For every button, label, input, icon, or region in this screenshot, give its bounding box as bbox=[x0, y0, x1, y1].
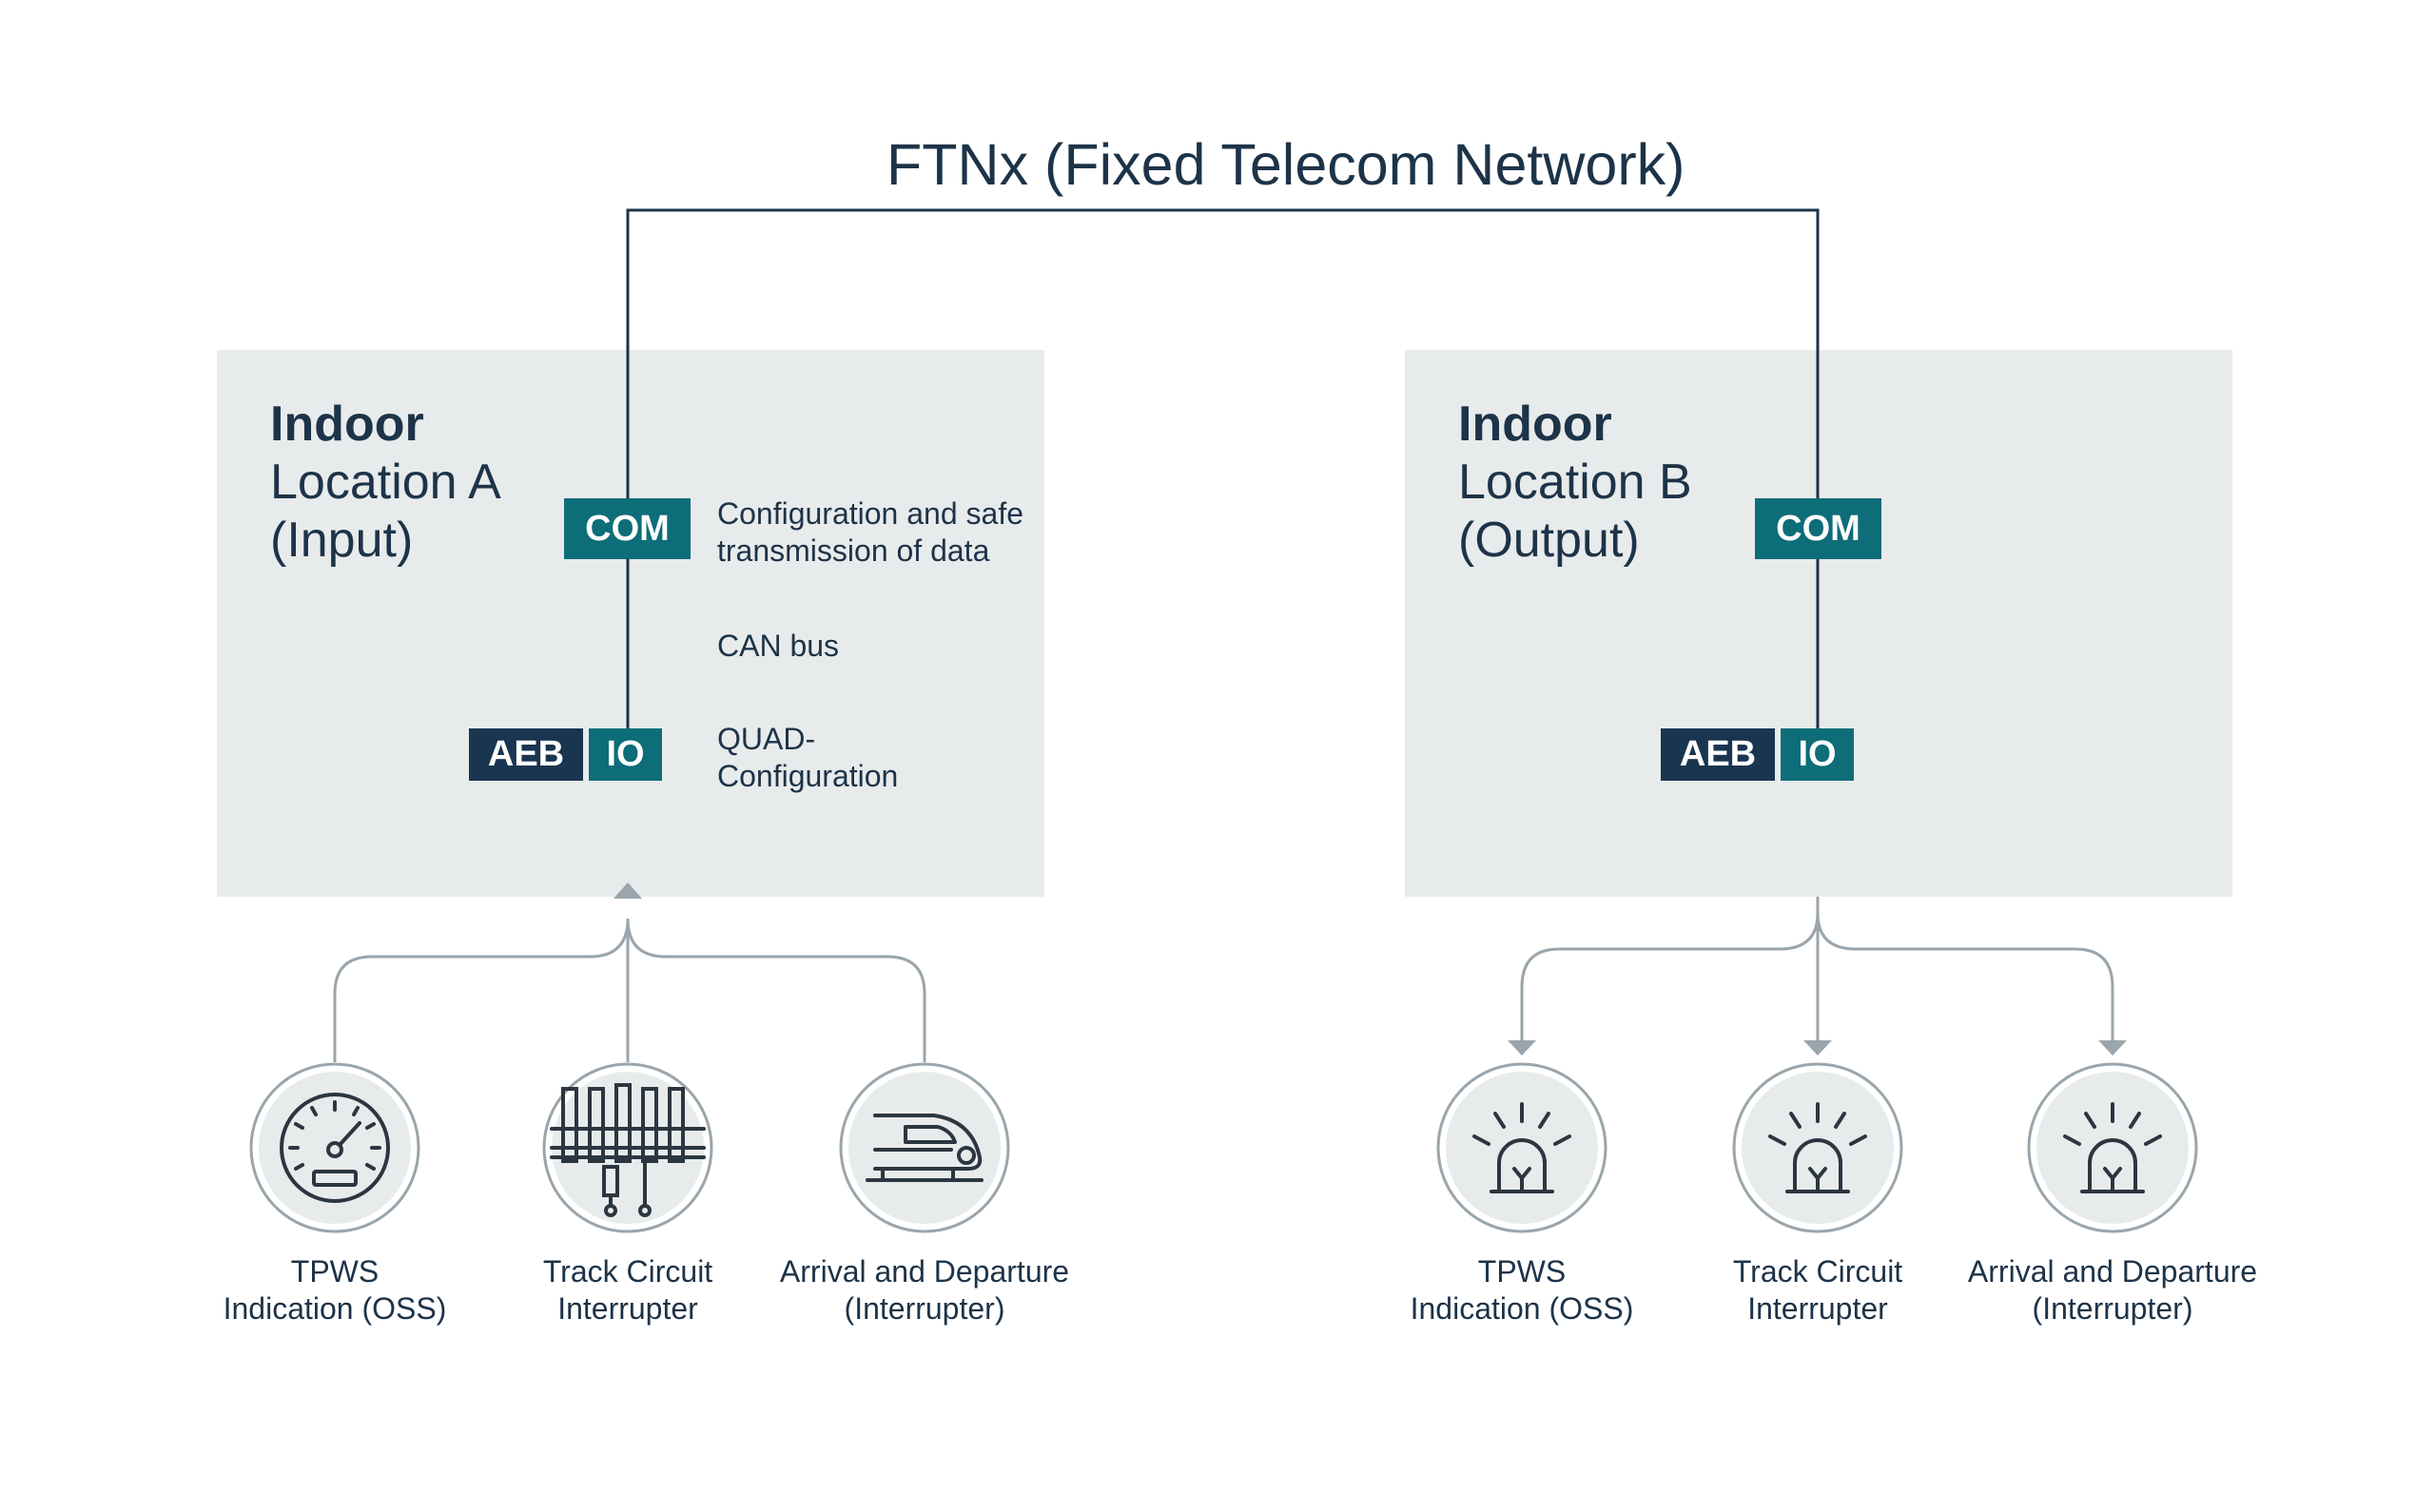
com-badge-b: COM bbox=[1755, 498, 1881, 559]
network-title: FTNx (Fixed Telecom Network) bbox=[886, 132, 1685, 197]
device-caption-line1: Arrival and Departure bbox=[1967, 1254, 2258, 1289]
com-note-line2: transmission of data bbox=[717, 533, 990, 568]
io-badge-b: IO bbox=[1781, 728, 1854, 781]
location-b-name: Location B bbox=[1458, 455, 1692, 510]
location-b-role: (Output) bbox=[1458, 513, 1640, 568]
output-wires-b bbox=[1520, 897, 2114, 1042]
location-a-heading: Indoor Location A (Input) bbox=[270, 396, 501, 570]
can-bus-note: CAN bus bbox=[717, 629, 840, 663]
com-note: Configuration and safe transmission of d… bbox=[717, 495, 1023, 570]
input-wires-a bbox=[333, 918, 926, 1062]
location-b-title: Indoor bbox=[1458, 397, 1612, 452]
device-caption-line2: Interrupter bbox=[1747, 1291, 1888, 1326]
io-badge-a: IO bbox=[589, 728, 662, 781]
device-caption: Arrival and Departure (Interrupter) bbox=[1932, 1253, 2293, 1328]
output-arrow-b1 bbox=[1508, 1040, 1536, 1056]
quad-note-line1: QUAD- bbox=[717, 722, 816, 756]
device-caption-line2: Indication (OSS) bbox=[1410, 1291, 1634, 1326]
com-note-line1: Configuration and safe bbox=[717, 496, 1023, 531]
device-caption-line2: (Interrupter) bbox=[2032, 1291, 2193, 1326]
device-caption-line1: TPWS bbox=[1477, 1254, 1567, 1289]
device-caption: Arrival and Departure (Interrupter) bbox=[744, 1253, 1105, 1328]
location-a-role: (Input) bbox=[270, 513, 414, 568]
location-a-panel bbox=[217, 350, 1044, 897]
quad-note: QUAD- Configuration bbox=[717, 721, 898, 795]
com-badge-a: COM bbox=[564, 498, 691, 559]
device-caption-line1: Track Circuit bbox=[1732, 1254, 1903, 1289]
signal-lamp-icon bbox=[1732, 1062, 1903, 1233]
output-arrow-b3 bbox=[2098, 1040, 2127, 1056]
aeb-badge-a: AEB bbox=[469, 728, 583, 781]
device-caption-line1: Track Circuit bbox=[542, 1254, 713, 1289]
location-a-name: Location A bbox=[270, 455, 501, 510]
device-caption: TPWS Indication (OSS) bbox=[154, 1253, 516, 1328]
quad-note-line2: Configuration bbox=[717, 759, 899, 793]
device-caption-line2: Interrupter bbox=[557, 1291, 698, 1326]
device-caption: Track Circuit Interrupter bbox=[1637, 1253, 1998, 1328]
location-a-title: Indoor bbox=[270, 397, 424, 452]
aeb-badge-b: AEB bbox=[1661, 728, 1775, 781]
signal-lamp-icon bbox=[2027, 1062, 2198, 1233]
signal-lamp-icon bbox=[1436, 1062, 1607, 1233]
train-icon bbox=[839, 1062, 1010, 1233]
device-caption-line2: Indication (OSS) bbox=[223, 1291, 447, 1326]
track-circuit-icon bbox=[542, 1062, 713, 1233]
location-b-heading: Indoor Location B (Output) bbox=[1458, 396, 1692, 570]
device-caption-line1: TPWS bbox=[290, 1254, 380, 1289]
output-arrow-b2 bbox=[1803, 1040, 1832, 1056]
device-caption: TPWS Indication (OSS) bbox=[1341, 1253, 1703, 1328]
device-caption-line1: Arrival and Departure bbox=[779, 1254, 1070, 1289]
input-arrow-a bbox=[614, 882, 642, 899]
device-caption-line2: (Interrupter) bbox=[844, 1291, 1005, 1326]
network-link-line bbox=[626, 208, 1820, 531]
speedometer-icon bbox=[249, 1062, 420, 1233]
device-caption: Track Circuit Interrupter bbox=[447, 1253, 808, 1328]
